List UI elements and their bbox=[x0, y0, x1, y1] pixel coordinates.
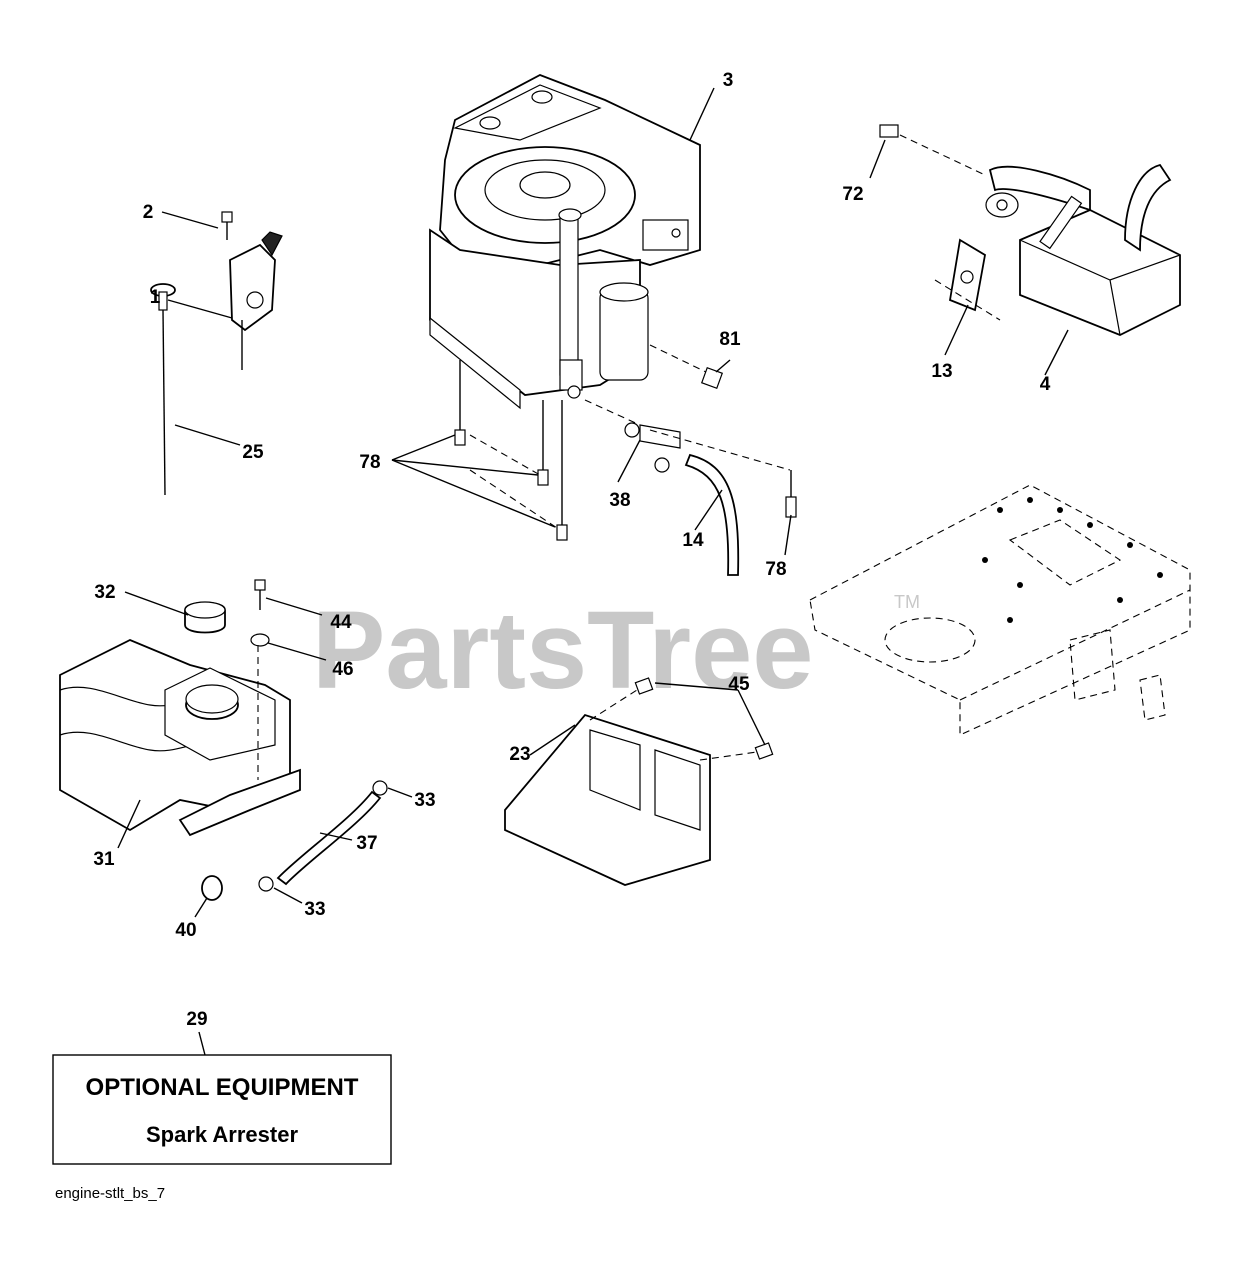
optional-equipment-box: OPTIONAL EQUIPMENT Spark Arrester bbox=[52, 1054, 392, 1165]
part-label-33-lower: 33 bbox=[304, 899, 325, 920]
part-label-29: 29 bbox=[186, 1009, 207, 1030]
part-label-46: 46 bbox=[332, 659, 353, 680]
fuel-filter-drawing bbox=[454, 360, 797, 576]
optional-equipment-item: Spark Arrester bbox=[146, 1122, 298, 1147]
part-label-37: 37 bbox=[356, 833, 377, 854]
part-label-45: 45 bbox=[728, 674, 750, 695]
part-label-72: 72 bbox=[842, 184, 863, 205]
part-label-4: 4 bbox=[1040, 374, 1051, 395]
diagram-id: engine-stlt_bs_7 bbox=[55, 1185, 165, 1202]
part-label-78-left: 78 bbox=[359, 452, 380, 473]
leader-lines bbox=[117, 87, 1069, 1056]
part-label-31: 31 bbox=[93, 849, 115, 870]
part-label-2: 2 bbox=[143, 202, 154, 223]
part-label-44: 44 bbox=[330, 612, 352, 633]
part-label-40: 40 bbox=[175, 920, 196, 941]
throttle-control-drawing bbox=[221, 211, 283, 370]
part-label-38: 38 bbox=[609, 490, 630, 511]
fuel-tank-drawing bbox=[59, 579, 301, 837]
part-label-25: 25 bbox=[242, 442, 264, 463]
optional-equipment-title: OPTIONAL EQUIPMENT bbox=[86, 1074, 359, 1101]
choke-cable-drawing bbox=[150, 283, 176, 496]
muffler-drawing bbox=[879, 124, 1181, 336]
watermark-trademark: TM bbox=[894, 592, 920, 612]
part-label-32: 32 bbox=[94, 582, 115, 603]
part-label-1: 1 bbox=[150, 287, 161, 308]
part-label-14: 14 bbox=[682, 530, 704, 551]
part-label-81: 81 bbox=[719, 329, 741, 350]
part-label-33-upper: 33 bbox=[414, 790, 435, 811]
part-label-13: 13 bbox=[931, 361, 952, 382]
part-label-23: 23 bbox=[509, 744, 530, 765]
part-number-labels: 3 2 1 72 4 13 81 25 78 38 14 78 32 44 46… bbox=[93, 70, 1050, 1030]
engine-drawing bbox=[429, 74, 701, 410]
engine-shield-drawing bbox=[504, 677, 774, 886]
frame-drawing bbox=[809, 484, 1191, 736]
part-label-78-right: 78 bbox=[765, 559, 786, 580]
fuel-line-drawing bbox=[201, 780, 388, 901]
watermark-text: PartsTree bbox=[312, 589, 813, 712]
part-label-3: 3 bbox=[723, 70, 734, 91]
